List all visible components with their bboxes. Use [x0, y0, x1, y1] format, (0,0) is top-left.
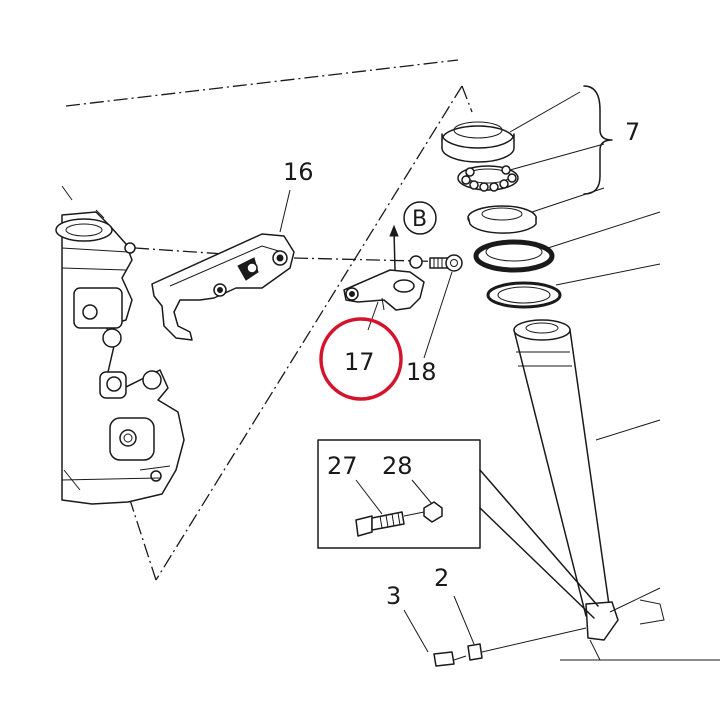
callout-b-balloon [403, 201, 437, 235]
ball-cage [461, 165, 517, 192]
callout-27: 27 [327, 452, 358, 480]
part-16-bracket [151, 233, 295, 341]
steering-tube [513, 319, 720, 661]
highlight-circle [319, 317, 403, 401]
callout-2: 2 [434, 564, 449, 592]
bearing-stack [441, 121, 562, 309]
leader-lines [279, 85, 661, 653]
callout-7: 7 [625, 118, 640, 146]
callout-16: 16 [283, 158, 314, 186]
callout-17: 17 [344, 348, 375, 376]
detail-box [317, 439, 599, 619]
callout-3: 3 [386, 582, 401, 610]
bottom-bolts [433, 627, 587, 667]
part-18-screw [429, 254, 463, 272]
callout-18: 18 [406, 358, 437, 386]
frame-headstock-part [55, 185, 185, 505]
part-17-clamp [343, 224, 425, 311]
callout-28: 28 [382, 452, 413, 480]
callout-b: B [412, 207, 427, 232]
